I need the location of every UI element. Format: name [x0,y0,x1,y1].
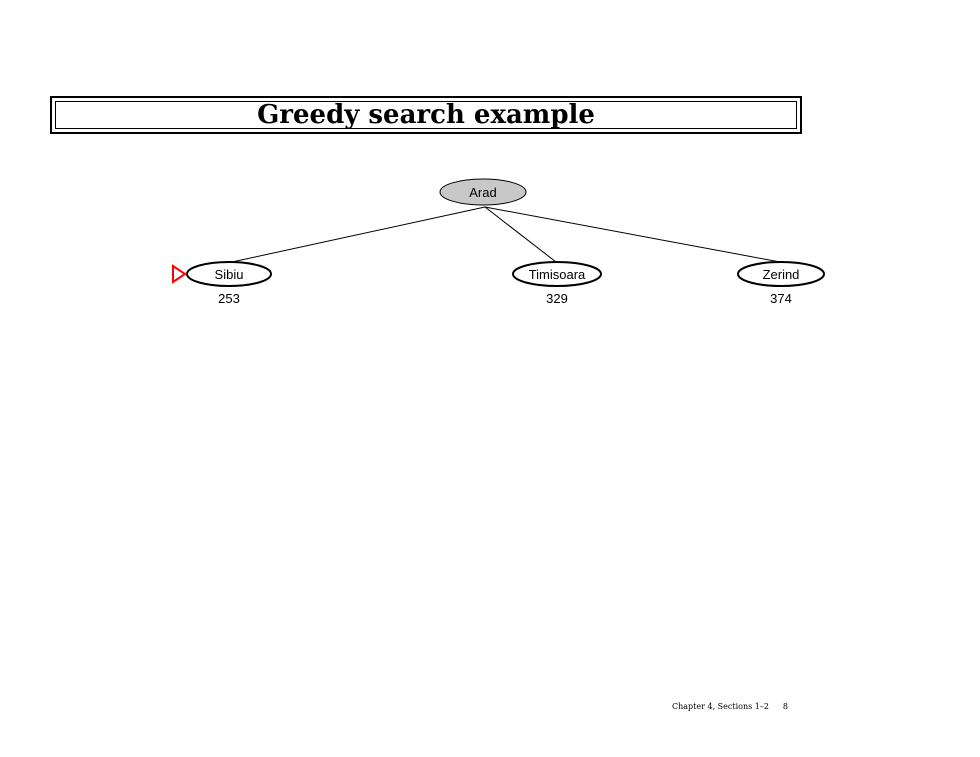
edge-arad-sibiu [231,206,486,263]
node-arad: Arad [439,178,527,206]
title-frame: Greedy search example [50,96,802,134]
node-timisoara-shape [512,261,602,287]
footer-page-number: 8 [782,702,789,711]
node-sibiu: Sibiu 253 [186,261,272,306]
slide-title: Greedy search example [257,100,595,130]
node-sibiu-shape [186,261,272,287]
node-timisoara: Timisoara 329 [512,261,602,306]
title-inner-frame: Greedy search example [55,101,797,129]
node-zerind-heuristic: 374 [770,291,792,306]
footer-chapter: Chapter 4, Sections 1–2 [672,702,769,711]
node-timisoara-label: Timisoara [529,267,586,282]
node-timisoara-heuristic: 329 [546,291,568,306]
node-sibiu-heuristic: 253 [218,291,240,306]
footer: Chapter 4, Sections 1–2 8 [672,702,788,711]
next-expansion-marker-icon [172,264,187,284]
node-sibiu-label: Sibiu [215,267,244,282]
node-zerind-shape [737,261,825,287]
edge-arad-zerind [484,206,781,263]
node-zerind: Zerind 374 [737,261,825,306]
node-arad-label: Arad [469,185,496,200]
node-zerind-label: Zerind [763,267,800,282]
node-arad-shape [439,178,527,206]
edge-arad-timisoara [484,206,557,263]
